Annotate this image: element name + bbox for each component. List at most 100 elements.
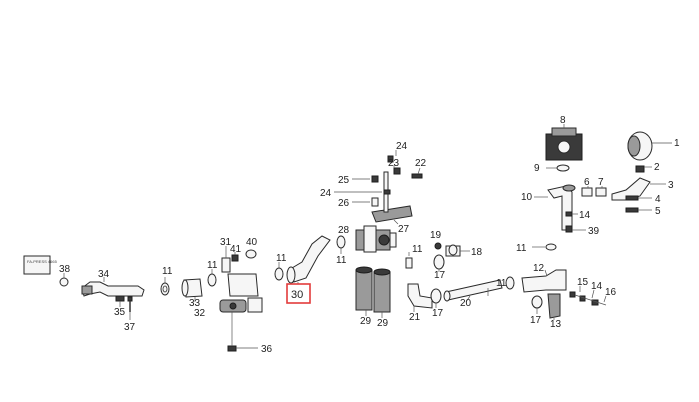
part-6-fitting <box>581 187 593 197</box>
callout-5: 5 <box>655 206 661 217</box>
callout-8: 8 <box>560 115 566 126</box>
callout-11-b: 11 <box>207 260 218 271</box>
part-9-o-ring <box>556 164 570 172</box>
part-24-washer-a <box>387 155 394 163</box>
part-8-actuator <box>545 127 583 161</box>
part-29-cartridge-a <box>355 266 373 311</box>
part-11-clamp-b <box>207 273 217 287</box>
callout-35: 35 <box>114 307 126 318</box>
callout-37: 37 <box>124 322 136 333</box>
part-29-cartridge-b <box>373 268 391 313</box>
part-31-sensor <box>221 257 231 273</box>
callout-labels: 1 2 3 4 5 6 7 8 9 10 11 11 11 11 11 11 1… <box>59 115 680 355</box>
callout-17-a: 17 <box>434 270 446 281</box>
callout-11-e: 11 <box>412 244 423 255</box>
callout-26: 26 <box>338 198 350 209</box>
callout-34: 34 <box>98 269 110 280</box>
callout-29-b: 29 <box>377 318 389 329</box>
callout-9: 9 <box>534 163 540 174</box>
part-40-cap <box>245 249 257 259</box>
part-3-hose <box>611 177 651 201</box>
callout-17-c: 17 <box>530 315 542 326</box>
callout-20: 20 <box>460 298 472 309</box>
part-19-fitting <box>434 242 442 250</box>
callout-1: 1 <box>674 138 680 149</box>
part-21-elbow <box>407 283 433 309</box>
part-18-connector <box>445 244 461 257</box>
callout-4: 4 <box>655 194 661 205</box>
callout-11-c: 11 <box>276 253 287 264</box>
part-1-canister <box>627 131 653 161</box>
part-12-elbow <box>521 269 567 293</box>
callout-28: 28 <box>338 225 350 236</box>
part-5-bolt <box>625 207 639 213</box>
part-32-pipe-assembly <box>219 273 263 313</box>
callout-40: 40 <box>246 237 258 248</box>
callout-24-a: 24 <box>396 141 408 152</box>
part-11-clamp-c <box>274 267 284 281</box>
callout-17-b: 17 <box>432 308 444 319</box>
callout-18: 18 <box>471 247 483 258</box>
part-17-clamp-a <box>433 254 445 270</box>
part-38-ring <box>59 277 69 287</box>
part-37-bolt <box>127 296 133 312</box>
part-28-valve-body <box>355 225 397 253</box>
callout-36: 36 <box>261 344 273 355</box>
part-30-hose <box>286 235 331 284</box>
callout-3: 3 <box>668 180 674 191</box>
callout-22: 22 <box>415 158 427 169</box>
part-17-clamp-b <box>430 288 442 304</box>
part-11-clamp-a <box>160 282 170 296</box>
callout-41: 41 <box>230 244 242 255</box>
part-10-pipe <box>547 184 576 231</box>
callout-14-a: 14 <box>579 210 591 221</box>
part-33-hose <box>181 278 203 298</box>
callout-11-f: 11 <box>496 278 507 289</box>
callout-11-a: 11 <box>162 266 173 277</box>
callout-38: 38 <box>59 264 71 275</box>
part-24-washer-b <box>383 189 391 195</box>
callout-29-a: 29 <box>360 316 372 327</box>
part-7-fitting <box>595 187 607 197</box>
callout-19: 19 <box>430 230 442 241</box>
part-4-bolt <box>625 195 639 201</box>
callout-24-b: 24 <box>320 188 332 199</box>
part-17-clamp-c <box>531 295 543 309</box>
part-11-clamp-g <box>545 243 557 251</box>
callout-14-b: 14 <box>591 281 603 292</box>
part-14-bolt-a <box>565 211 573 217</box>
part-11-clamp-e <box>405 257 413 269</box>
callout-33: 33 <box>189 298 201 309</box>
part-15-bolt <box>569 291 576 298</box>
part-25-screw <box>371 175 379 183</box>
part-41-plug <box>231 254 239 262</box>
callout-27: 27 <box>398 224 410 235</box>
callout-32: 32 <box>194 308 206 319</box>
part-36-bolt <box>227 345 258 352</box>
callout-23: 23 <box>388 158 400 169</box>
part-26-spacer <box>371 197 379 207</box>
callout-15: 15 <box>577 277 589 288</box>
callout-39: 39 <box>588 226 600 237</box>
part-2-fitting <box>635 165 645 173</box>
callout-11-d: 11 <box>336 255 347 266</box>
callout-11-g: 11 <box>516 243 527 254</box>
tag-line-1: FA-PRESS 4665 <box>27 259 58 264</box>
callout-12: 12 <box>533 263 545 274</box>
callout-7: 7 <box>598 177 604 188</box>
part-11-clamp-f <box>505 276 515 290</box>
part-tag-card: FA-PRESS 4665 <box>23 255 58 275</box>
part-23-nut <box>393 167 401 175</box>
part-11-clamp-d <box>336 235 346 249</box>
callout-6: 6 <box>584 177 590 188</box>
callout-21: 21 <box>409 312 421 323</box>
callout-2: 2 <box>654 162 660 173</box>
part-39-screw <box>565 225 573 233</box>
callout-30-highlighted[interactable]: 30 <box>286 283 311 304</box>
callout-25: 25 <box>338 175 350 186</box>
callout-16: 16 <box>605 287 617 298</box>
callout-13: 13 <box>550 319 562 330</box>
part-34-elbow-hose <box>81 281 145 297</box>
part-20-tube <box>443 279 503 302</box>
